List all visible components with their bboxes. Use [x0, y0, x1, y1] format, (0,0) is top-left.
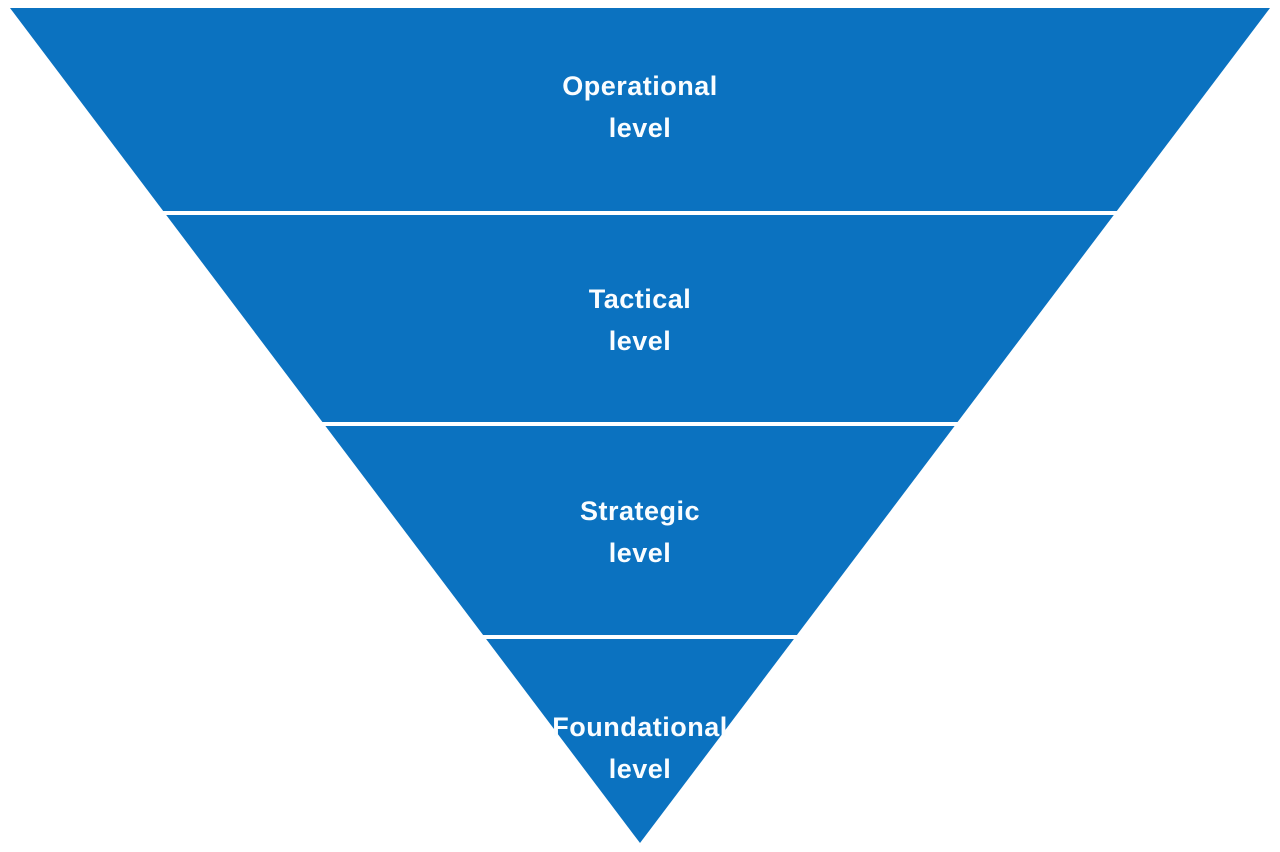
level-label-tactical-line1: Tactical — [589, 284, 692, 314]
level-label-foundational-line1: Foundational — [552, 712, 727, 742]
level-label-strategic-line2: level — [609, 538, 672, 568]
level-label-operational-line1: Operational — [562, 71, 718, 101]
level-label-operational-line2: level — [609, 113, 672, 143]
pyramid-level-tactical — [166, 215, 1114, 422]
pyramid-level-foundational — [486, 639, 794, 843]
level-label-foundational-line2: level — [609, 754, 672, 784]
level-label-strategic-line1: Strategic — [580, 496, 700, 526]
pyramid-level-strategic — [325, 426, 955, 635]
level-label-tactical-line2: level — [609, 326, 672, 356]
pyramid-level-operational — [10, 8, 1270, 211]
